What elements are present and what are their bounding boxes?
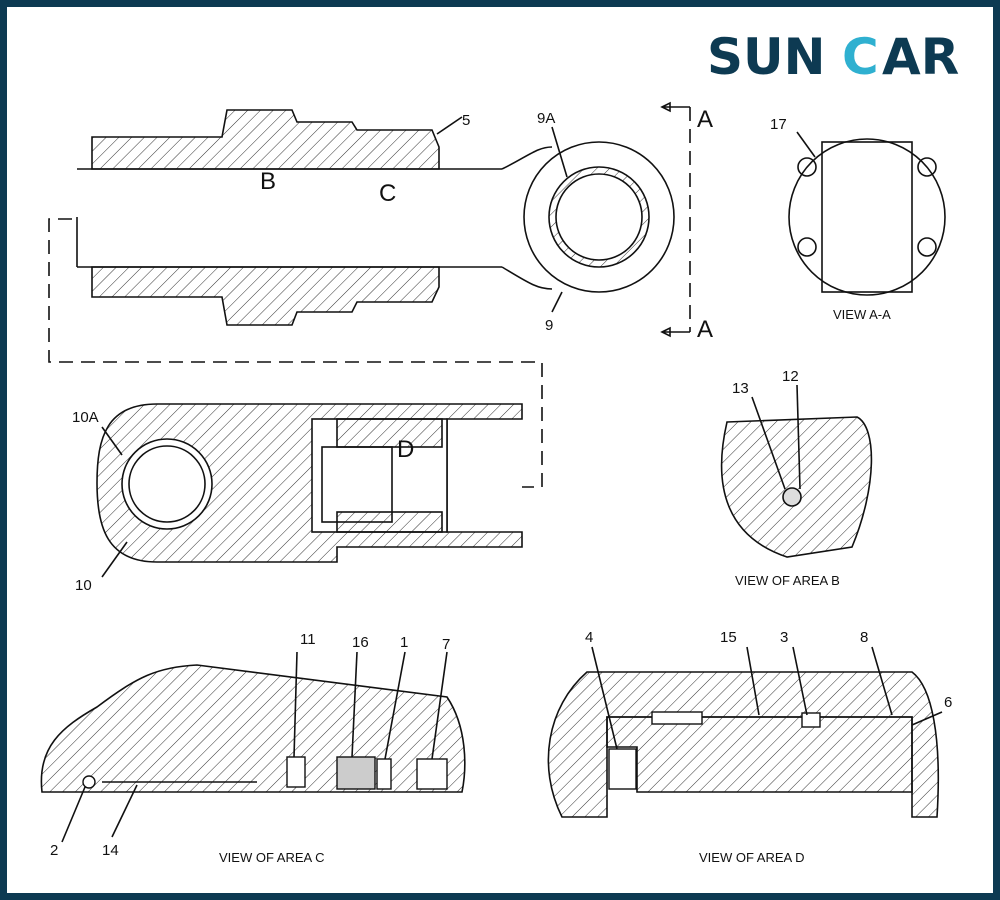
view-a-a: 17 VIEW A-A	[770, 116, 946, 322]
main-cylinder-view: 5 9A 9 A A B C	[48, 101, 713, 488]
label-part-14: 14	[102, 842, 119, 859]
label-part-2: 2	[50, 842, 58, 859]
label-part-10: 10	[75, 577, 92, 594]
area-marker-d: D	[397, 436, 414, 463]
view-area-b: 13 12 VIEW OF AREA B	[720, 368, 873, 588]
section-marker-a-bottom: A	[697, 316, 713, 343]
cylinder-head-view: 10A 10 D	[72, 403, 523, 594]
caption-view-area-b: VIEW OF AREA B	[735, 573, 840, 588]
logo-text-sun: SUN	[707, 28, 825, 86]
hydraulic-cylinder-diagram: SUN C AR 5 9A 9 A A B C 17 VIEW A-A	[40, 28, 959, 865]
caption-view-a-a: VIEW A-A	[833, 307, 891, 322]
area-marker-b: B	[260, 168, 276, 195]
suncar-logo: SUN C AR	[707, 28, 959, 86]
label-part-13: 13	[732, 380, 749, 397]
label-part-8: 8	[860, 629, 868, 646]
label-part-9: 9	[545, 317, 553, 334]
caption-view-area-c: VIEW OF AREA C	[219, 850, 324, 865]
label-part-7: 7	[442, 636, 450, 653]
label-part-10a: 10A	[72, 409, 99, 426]
label-part-4: 4	[585, 629, 593, 646]
label-part-16: 16	[352, 634, 369, 651]
label-part-1: 1	[400, 634, 408, 651]
logo-text-ar: AR	[882, 28, 959, 86]
label-part-5: 5	[462, 112, 470, 129]
label-part-11: 11	[300, 631, 316, 648]
label-part-12: 12	[782, 368, 799, 385]
view-area-d: 4 15 3 8 6 VIEW OF AREA D	[547, 629, 952, 865]
label-part-15: 15	[720, 629, 737, 646]
view-area-c: 11 16 1 7 2 14 VIEW OF AREA C	[40, 631, 466, 865]
label-part-6: 6	[944, 694, 952, 711]
area-marker-c: C	[379, 180, 396, 207]
caption-view-area-d: VIEW OF AREA D	[699, 850, 804, 865]
label-part-9a: 9A	[537, 110, 555, 127]
label-part-3: 3	[780, 629, 788, 646]
label-part-17: 17	[770, 116, 787, 133]
section-marker-a-top: A	[697, 106, 713, 133]
logo-text-c: C	[842, 28, 879, 86]
